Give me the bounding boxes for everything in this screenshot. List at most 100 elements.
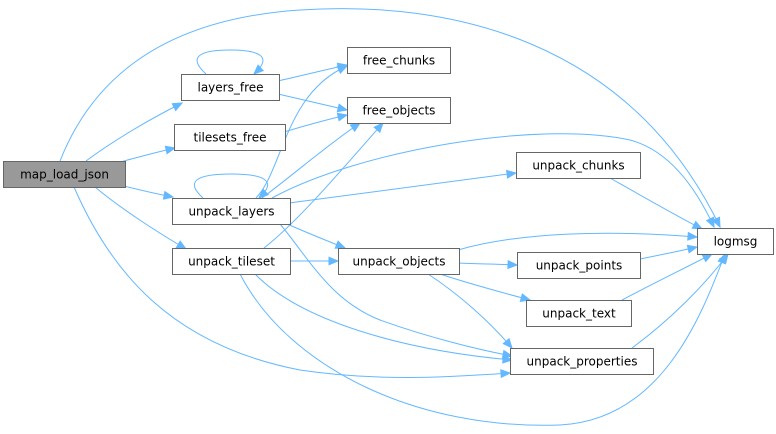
edge-unpack_objects-to-unpack_properties — [427, 273, 513, 349]
node-box — [174, 124, 286, 151]
node-box — [172, 248, 291, 275]
edge-arrowhead — [711, 216, 721, 229]
node-layers-free[interactable]: layers_free — [181, 74, 280, 101]
node-label: unpack_chunks — [532, 159, 624, 173]
node-box — [347, 97, 451, 124]
edge-unpack_objects-to-unpack_text — [439, 273, 532, 302]
edge-arrowhead — [162, 190, 175, 200]
edge-line — [609, 177, 703, 230]
edge-line — [427, 273, 513, 349]
edge-line — [193, 173, 269, 199]
edge-arrowhead — [500, 369, 512, 379]
node-tilesets-free[interactable]: tilesets_free — [174, 124, 286, 151]
edge-line — [94, 186, 187, 250]
edge-unpack_points-to-logmsg — [639, 244, 699, 260]
edge-arrowhead — [718, 252, 729, 265]
edge-unpack_layers-to-unpack_chunks — [288, 169, 518, 204]
edge-unpack_objects-to-logmsg — [457, 231, 699, 251]
edge-arrowhead — [502, 354, 514, 364]
edge-arrowhead — [171, 102, 184, 112]
edge-line — [631, 253, 729, 349]
node-box — [526, 300, 632, 327]
edge-arrowhead — [687, 231, 699, 241]
node-label: unpack_tileset — [188, 255, 275, 269]
node-box — [338, 248, 460, 275]
edge-line — [73, 186, 511, 379]
node-label: unpack_points — [536, 259, 623, 273]
edge-arrowhead — [505, 169, 518, 179]
edge-unpack_tileset-to-logmsg — [239, 252, 726, 426]
node-label: unpack_text — [542, 307, 616, 321]
edge-unpack_tileset-to-free_objects — [263, 122, 384, 249]
node-box — [510, 348, 654, 375]
node-label: unpack_properties — [527, 355, 638, 369]
edge-line — [263, 122, 384, 249]
node-logmsg[interactable]: logmsg — [697, 228, 774, 255]
edge-arrowhead — [253, 64, 265, 75]
node-unpack-layers[interactable]: unpack_layers — [172, 198, 291, 225]
node-label: tilesets_free — [193, 131, 266, 145]
node-box — [172, 198, 291, 225]
edge-layer — [59, 8, 729, 426]
node-unpack-chunks[interactable]: unpack_chunks — [516, 152, 641, 179]
node-label: logmsg — [714, 235, 758, 249]
edge-line — [283, 114, 348, 133]
edge-line — [261, 122, 361, 199]
edge-arrowhead — [502, 337, 513, 349]
edge-layers_free-to-free_objects — [277, 93, 349, 113]
edge-arrowhead — [691, 220, 704, 230]
edge-line — [277, 64, 348, 82]
edge-arrowhead — [164, 145, 177, 155]
edge-line — [85, 102, 183, 162]
node-unpack-text[interactable]: unpack_text — [526, 300, 632, 327]
edge-map_load_json-to-logmsg — [59, 8, 721, 229]
edge-layers_free-to-layers_free — [196, 49, 265, 75]
edge-line — [621, 253, 713, 301]
edge-tilesets_free-to-free_objects — [283, 112, 349, 133]
edge-arrowhead — [349, 122, 362, 133]
edge-unpack_chunks-to-logmsg — [609, 177, 704, 230]
edge-arrowhead — [705, 216, 715, 229]
node-unpack-tileset[interactable]: unpack_tileset — [172, 248, 291, 275]
node-box — [347, 47, 451, 74]
node-unpack-points[interactable]: unpack_points — [517, 252, 641, 279]
node-label: free_chunks — [363, 54, 435, 68]
edge-map_load_json-to-tilesets_free — [119, 145, 177, 163]
edge-line — [288, 172, 517, 204]
edge-line — [254, 273, 513, 361]
node-label: map_load_json — [20, 168, 109, 182]
edge-unpack_layers-to-free_chunks — [255, 65, 349, 199]
edge-arrowhead — [507, 259, 519, 270]
node-box — [517, 252, 641, 279]
edge-line — [239, 253, 726, 426]
node-unpack-objects[interactable]: unpack_objects — [338, 248, 460, 275]
edge-unpack_layers-to-unpack_properties — [279, 223, 514, 359]
edge-line — [271, 133, 715, 228]
edge-arrowhead — [686, 244, 699, 254]
edge-map_load_json-to-layers_free — [85, 102, 184, 162]
edge-arrowhead — [373, 122, 384, 134]
edge-unpack_layers-to-logmsg — [271, 133, 715, 229]
edge-arrowhead — [519, 293, 532, 302]
node-box — [697, 228, 774, 255]
edge-line — [284, 222, 346, 249]
node-box — [3, 161, 126, 188]
node-box — [516, 152, 641, 179]
node-label: free_objects — [363, 104, 436, 118]
edge-arrowhead — [701, 253, 714, 263]
edge-unpack_tileset-to-unpack_objects — [289, 256, 340, 266]
edge-unpack_layers-to-unpack_layers — [193, 173, 270, 199]
edge-line — [59, 8, 721, 228]
edge-line — [439, 273, 531, 301]
node-free-chunks[interactable]: free_chunks — [347, 47, 451, 74]
edge-unpack_objects-to-unpack_points — [457, 259, 519, 270]
node-free-objects[interactable]: free_objects — [347, 97, 451, 124]
edge-map_load_json-to-unpack_properties — [73, 186, 512, 379]
edge-arrowhead — [336, 65, 349, 75]
edge-arrowhead — [175, 240, 188, 250]
edge-line — [457, 232, 698, 251]
node-unpack-properties[interactable]: unpack_properties — [510, 348, 654, 375]
edge-line — [196, 49, 264, 75]
node-map-load-json[interactable]: map_load_json — [3, 161, 126, 188]
edge-arrowhead — [328, 256, 340, 266]
